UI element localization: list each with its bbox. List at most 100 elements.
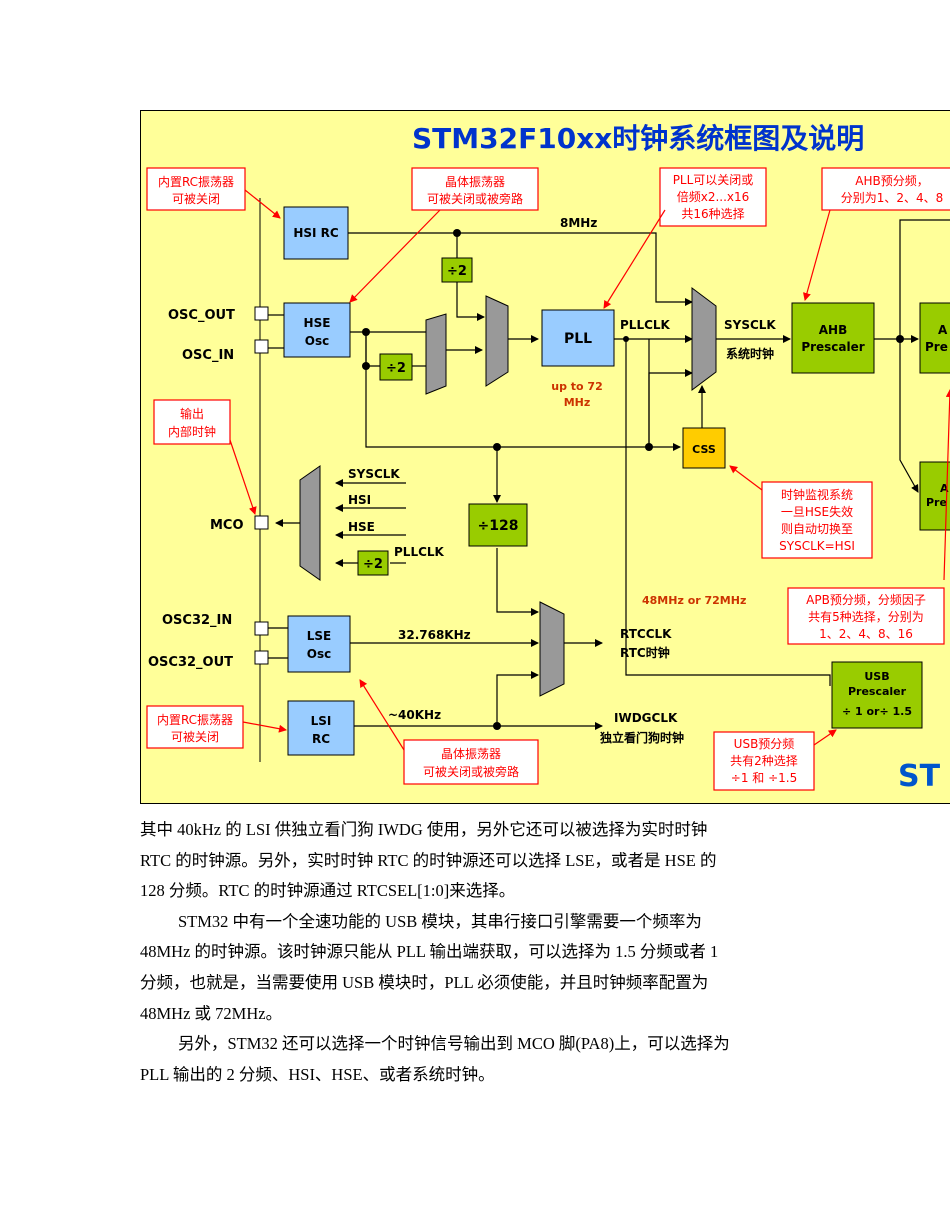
- svg-text:SYSCLK=HSI: SYSCLK=HSI: [779, 539, 855, 553]
- svg-text:系统时钟: 系统时钟: [726, 346, 774, 361]
- pin-osc32-in: OSC32_IN: [162, 613, 232, 628]
- svg-text:32.768KHz: 32.768KHz: [398, 628, 471, 642]
- svg-text:USB: USB: [864, 670, 889, 683]
- svg-text:PLL: PLL: [564, 331, 592, 347]
- svg-text:A: A: [938, 323, 948, 337]
- svg-text:可被关闭或被旁路: 可被关闭或被旁路: [423, 764, 519, 779]
- hse-select-mux: [425, 313, 447, 395]
- p2-line-2: 48MHz 的时钟源。该时钟源只能从 PLL 输出端获取，可以选择为 1.5 分…: [140, 942, 719, 962]
- lse-osc-block: LSE Osc: [287, 615, 351, 673]
- svg-text:HSI RC: HSI RC: [293, 226, 339, 240]
- svg-text:可被关闭: 可被关闭: [171, 730, 219, 744]
- junction-dots: [362, 229, 904, 730]
- svg-text:8MHz: 8MHz: [560, 216, 597, 230]
- svg-text:可被关闭: 可被关闭: [172, 192, 220, 206]
- svg-text:SYSCLK: SYSCLK: [724, 318, 776, 332]
- clock-tree-diagram: STM32F10xx时钟系统框图及说明: [140, 110, 950, 804]
- svg-text:AHB预分频，: AHB预分频，: [855, 174, 928, 188]
- apb1-prescaler-block: A Pre: [919, 302, 950, 374]
- rtc-mux: [539, 601, 565, 697]
- svg-text:Osc: Osc: [307, 647, 331, 661]
- p2-line-4: 48MHz 或 72MHz。: [140, 1003, 283, 1023]
- pin-labels: OSC_OUT OSC_IN MCO OSC32_IN OSC32_OUT: [148, 308, 244, 670]
- svg-text:PLL可以关闭或: PLL可以关闭或: [673, 173, 754, 187]
- svg-text:分别为1、2、4、8: 分别为1、2、4、8: [841, 191, 944, 205]
- svg-text:up to 72: up to 72: [551, 380, 603, 393]
- note-texts: 内置RC振荡器 可被关闭 晶体振荡器 可被关闭或被旁路 PLL可以关闭或 倍频x…: [157, 173, 943, 785]
- svg-text:LSI: LSI: [311, 714, 332, 728]
- svg-text:共16种选择: 共16种选择: [681, 207, 744, 221]
- svg-text:CSS: CSS: [692, 443, 716, 456]
- svg-text:÷ 1 or÷ 1.5: ÷ 1 or÷ 1.5: [842, 705, 912, 718]
- svg-text:Prescaler: Prescaler: [801, 340, 864, 354]
- p1-line-3: 128 分频。RTC 的时钟源通过 RTCSEL[1:0]来选择。: [140, 881, 516, 901]
- svg-text:÷128: ÷128: [478, 518, 519, 534]
- pin-osc-out: OSC_OUT: [168, 308, 235, 323]
- div2-hse-block: ÷2: [379, 353, 413, 381]
- svg-text:USB预分频: USB预分频: [734, 737, 795, 751]
- div128-block: ÷128: [468, 503, 528, 547]
- svg-text:可被关闭或被旁路: 可被关闭或被旁路: [427, 191, 523, 206]
- svg-text:~40KHz: ~40KHz: [388, 708, 441, 722]
- svg-text:÷1 和 ÷1.5: ÷1 和 ÷1.5: [731, 771, 797, 785]
- svg-text:PLLCLK: PLLCLK: [620, 318, 671, 332]
- svg-text:Osc: Osc: [305, 334, 329, 348]
- svg-text:Prescaler: Prescaler: [848, 685, 907, 698]
- red-signal-labels: up to 72 MHz 48MHz or 72MHz: [551, 380, 746, 607]
- svg-text:RTC时钟: RTC时钟: [620, 645, 670, 660]
- sysclk-mux: [691, 287, 717, 391]
- svg-text:IWDGCLK: IWDGCLK: [614, 711, 678, 725]
- svg-text:内部时钟: 内部时钟: [168, 424, 216, 439]
- apb2-prescaler-block: A Pre: [919, 461, 950, 531]
- div2-pll-mco-block: ÷2: [357, 550, 389, 576]
- svg-text:内置RC振荡器: 内置RC振荡器: [158, 175, 234, 189]
- svg-text:LSE: LSE: [307, 629, 332, 643]
- note-arrows: [229, 189, 950, 751]
- svg-text:则自动切换至: 则自动切换至: [781, 522, 853, 536]
- p1-line-2: RTC 的时钟源。另外，实时时钟 RTC 的时钟源还可以选择 LSE，或者是 H…: [140, 850, 717, 870]
- pll-block: PLL: [541, 309, 615, 367]
- p1-line-1: 其中 40kHz 的 LSI 供独立看门狗 IWDG 使用，另外它还可以被选择为…: [140, 820, 708, 839]
- paragraph-1: 其中 40kHz 的 LSI 供独立看门狗 IWDG 使用，另外它还可以被选择为…: [140, 815, 810, 907]
- svg-text:AHB: AHB: [819, 323, 847, 337]
- svg-text:倍频x2...x16: 倍频x2...x16: [677, 189, 750, 204]
- clock-tree-figure: STM32F10xx时钟系统框图及说明: [140, 110, 950, 804]
- pin-mco: MCO: [210, 518, 244, 533]
- svg-text:PLLCLK: PLLCLK: [394, 545, 445, 559]
- svg-text:MHz: MHz: [564, 396, 591, 409]
- svg-text:独立看门狗时钟: 独立看门狗时钟: [599, 730, 684, 745]
- svg-text:÷2: ÷2: [447, 264, 467, 279]
- signal-labels: 8MHz PLLCLK SYSCLK 系统时钟 SYSCLK HSI HSE P…: [348, 216, 776, 745]
- svg-text:内置RC振荡器: 内置RC振荡器: [157, 713, 233, 727]
- p3-line-1: 另外，STM32 还可以选择一个时钟信号输出到 MCO 脚(PA8)上，可以选择…: [178, 1034, 730, 1054]
- paragraph-2: STM32 中有一个全速功能的 USB 模块，其串行接口引擎需要一个频率为 48…: [140, 907, 810, 1029]
- div2-hsi-block: ÷2: [441, 257, 473, 283]
- note-boxes: [146, 167, 950, 791]
- pin-osc32-out: OSC32_OUT: [148, 655, 233, 670]
- p2-line-3: 分频，也就是，当需要使用 USB 模块时，PLL 必须使能，并且时钟频率配置为: [140, 972, 709, 992]
- lsi-rc-block: LSI RC: [287, 700, 355, 756]
- paragraph-3: 另外，STM32 还可以选择一个时钟信号输出到 MCO 脚(PA8)上，可以选择…: [140, 1029, 810, 1090]
- wires: [268, 219, 950, 730]
- p3-line-2: PLL 输出的 2 分频、HSI、HSE、或者系统时钟。: [140, 1064, 495, 1084]
- ahb-prescaler-block: AHB Prescaler: [791, 302, 875, 374]
- svg-text:时钟监视系统: 时钟监视系统: [781, 487, 853, 502]
- svg-text:1、2、4、8、16: 1、2、4、8、16: [819, 627, 913, 641]
- st-logo-partial: ST: [898, 759, 941, 794]
- svg-text:SYSCLK: SYSCLK: [348, 467, 400, 481]
- svg-text:Pre: Pre: [926, 496, 947, 509]
- svg-text:HSE: HSE: [304, 316, 331, 330]
- svg-text:RTCCLK: RTCCLK: [620, 627, 672, 641]
- svg-text:A: A: [940, 482, 949, 495]
- hse-osc-block: HSE Osc: [283, 302, 351, 358]
- svg-text:输出: 输出: [180, 406, 204, 421]
- svg-text:共有5种选择，分别为: 共有5种选择，分别为: [808, 610, 924, 624]
- css-block: CSS: [682, 427, 726, 469]
- svg-text:晶体振荡器: 晶体振荡器: [441, 747, 501, 761]
- svg-text:÷2: ÷2: [363, 557, 383, 572]
- svg-text:48MHz or 72MHz: 48MHz or 72MHz: [642, 594, 746, 607]
- pin-osc-in: OSC_IN: [182, 348, 234, 363]
- svg-text:共有2种选择: 共有2种选择: [730, 754, 798, 768]
- svg-text:÷2: ÷2: [386, 361, 406, 376]
- svg-text:Pre: Pre: [925, 340, 948, 354]
